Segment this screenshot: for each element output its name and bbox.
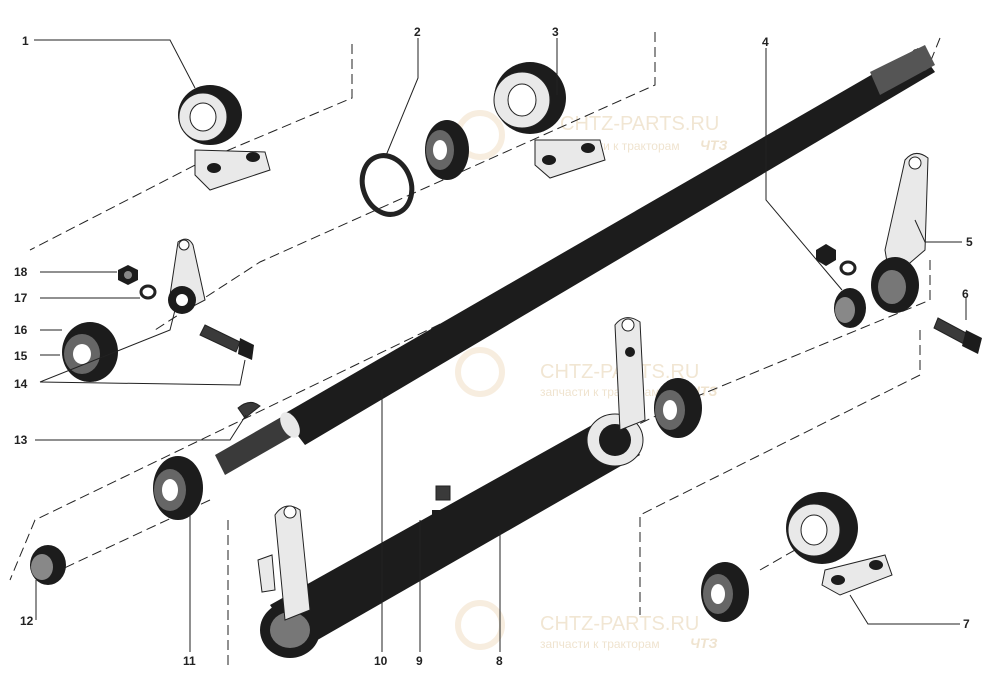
- callout-13: 13: [14, 433, 28, 447]
- set-screw: [432, 485, 452, 526]
- callout-9: 9: [416, 654, 423, 668]
- ball-bearing-11: [153, 456, 203, 520]
- woodruff-key: [237, 402, 261, 419]
- bearing-housing-3: [493, 62, 606, 179]
- callout-3: 3: [552, 25, 559, 39]
- washer-right: [839, 260, 857, 276]
- callout-18: 18: [14, 265, 28, 279]
- ball-bearing-right: [654, 378, 702, 438]
- callout-15: 15: [14, 349, 28, 363]
- washer-17: [139, 284, 157, 300]
- bolt-left: [199, 324, 254, 360]
- lever-arm-lower-left: [257, 505, 311, 621]
- watermark-bottom: CHTZ-PARTS.RU запчасти к тракторам ЧТЗ: [455, 600, 717, 651]
- callout-17: 17: [14, 291, 28, 305]
- lower-tube: [260, 413, 644, 658]
- leader-lines: [34, 38, 967, 652]
- bearing-housing-7: [786, 492, 893, 596]
- bushing-12: [30, 545, 66, 585]
- lever-5: [871, 153, 929, 313]
- callout-6: 6: [962, 287, 969, 301]
- bearing-housing-1: [178, 85, 271, 191]
- callout-1: 1: [22, 34, 29, 48]
- lever-14: [168, 238, 206, 314]
- callout-14: 14: [14, 377, 28, 391]
- nut-right: [816, 244, 836, 266]
- callout-5: 5: [966, 235, 973, 249]
- callout-8: 8: [496, 654, 503, 668]
- watermark-site: CHTZ-PARTS.RU: [540, 613, 699, 635]
- watermark-tagline: запчасти к тракторам: [540, 637, 660, 651]
- callout-10: 10: [374, 654, 388, 668]
- ball-bearing-16: [62, 322, 118, 382]
- ball-bearing-lower: [701, 562, 749, 622]
- callout-7: 7: [963, 617, 970, 631]
- snap-ring: [359, 153, 415, 217]
- lever-arm-lower-right: [614, 317, 646, 431]
- callout-16: 16: [14, 323, 28, 337]
- watermark-site: CHTZ-PARTS.RU: [560, 113, 719, 135]
- callout-11: 11: [183, 654, 196, 668]
- callout-4: 4: [762, 35, 769, 49]
- callout-labels: 1 2 3 4 5 6 7 8 9 10 11 12 13 14 15 16 1…: [14, 25, 973, 668]
- bolt-6: [933, 317, 982, 354]
- ball-bearing-upper: [425, 120, 469, 180]
- main-shaft: [215, 45, 935, 475]
- bushing-4: [834, 288, 866, 328]
- callout-12: 12: [20, 614, 34, 628]
- callout-2: 2: [414, 25, 421, 39]
- watermark-logo: ЧТЗ: [690, 635, 717, 651]
- watermark-logo: ЧТЗ: [700, 137, 727, 153]
- nut-18: [118, 265, 138, 285]
